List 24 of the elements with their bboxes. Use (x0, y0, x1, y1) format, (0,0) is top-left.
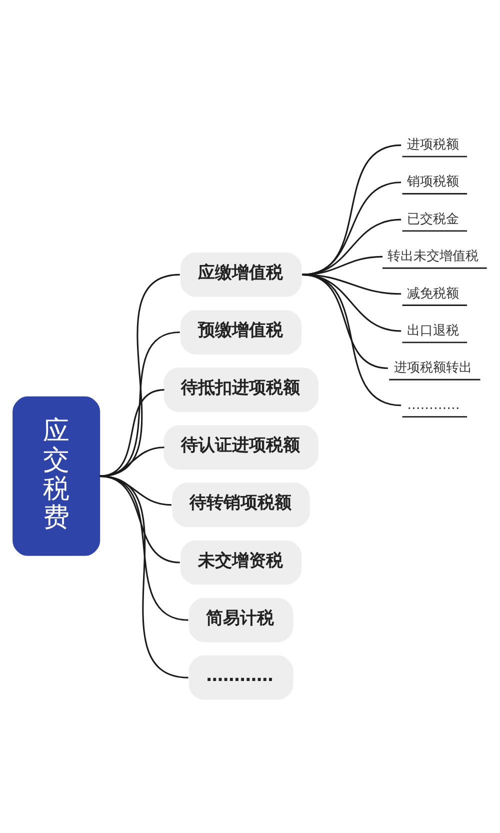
node-box: 简易计税 (188, 598, 294, 642)
connector (99, 389, 164, 477)
node-text: 已交税金 (407, 212, 460, 227)
node-box: 未交增资税 (180, 540, 302, 585)
node-text: 出口退税 (407, 323, 460, 338)
connector (302, 274, 402, 406)
node-text: 减免税额 (407, 286, 460, 302)
node-text: 销项税额 (407, 174, 460, 190)
node-text: 进项税额 (407, 138, 460, 153)
node-box: 应缴增值税 (180, 252, 302, 297)
node-box: 待认证进项税额 (164, 425, 318, 470)
node-box: 待抵扣进项税额 (164, 368, 318, 412)
node-box: 预缴增值税 (180, 310, 302, 354)
connector (99, 332, 180, 477)
connector (302, 144, 402, 276)
connector (99, 446, 164, 477)
connector (99, 475, 188, 678)
connector (99, 274, 180, 477)
node-box: 待转销项税额 (172, 482, 310, 528)
node-text: 进项税额转出 (394, 360, 472, 376)
node-box: ………… (188, 655, 294, 700)
node-text: 转出未交增值税 (387, 249, 478, 264)
node-box: 应交税费 (12, 396, 100, 556)
node-text: ………… (407, 398, 460, 413)
